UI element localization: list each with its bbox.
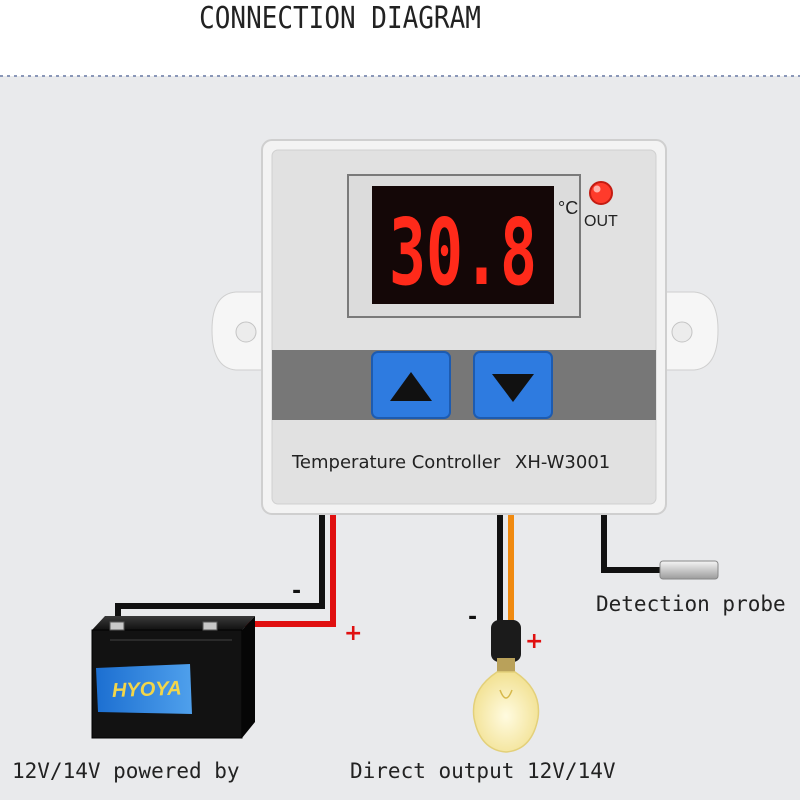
led-display [372, 186, 554, 304]
battery-caption: 12V/14V powered by [12, 759, 240, 783]
light-bulb [472, 620, 540, 753]
unit-label: °C [558, 198, 578, 218]
page-title: CONNECTION DIAGRAM [199, 1, 481, 37]
temperature-controller [211, 139, 719, 515]
probe-caption: Detection probe [596, 592, 786, 616]
temperature-readout: 30.8 [389, 199, 537, 306]
mounting-hole-right [671, 321, 693, 343]
battery-plus-sign: + [344, 621, 362, 646]
out-label: OUT [584, 213, 618, 230]
battery-positive-terminal [202, 621, 218, 631]
lamp-minus-sign: - [468, 605, 477, 630]
controller-name: Temperature Controller [291, 452, 501, 473]
battery-negative-terminal [109, 621, 125, 631]
battery-label [96, 664, 192, 714]
arrow-up-icon [390, 372, 432, 401]
arrow-down-icon [492, 374, 534, 402]
battery [91, 616, 255, 739]
probe-tube [659, 560, 719, 580]
controller-model: XH-W3001 [515, 452, 610, 473]
out-led-icon [589, 181, 613, 205]
bulb-socket [491, 620, 521, 662]
bulb-glass [472, 671, 540, 753]
mounting-hole-left [235, 321, 257, 343]
battery-minus-sign: - [292, 579, 301, 604]
button-strip [272, 350, 656, 420]
lamp-caption: Direct output 12V/14V [350, 759, 616, 783]
battery-brand: HYOYA [112, 678, 182, 702]
probe-wire [601, 512, 719, 580]
lamp-wires [497, 512, 514, 622]
lamp-plus-sign: + [525, 629, 543, 654]
